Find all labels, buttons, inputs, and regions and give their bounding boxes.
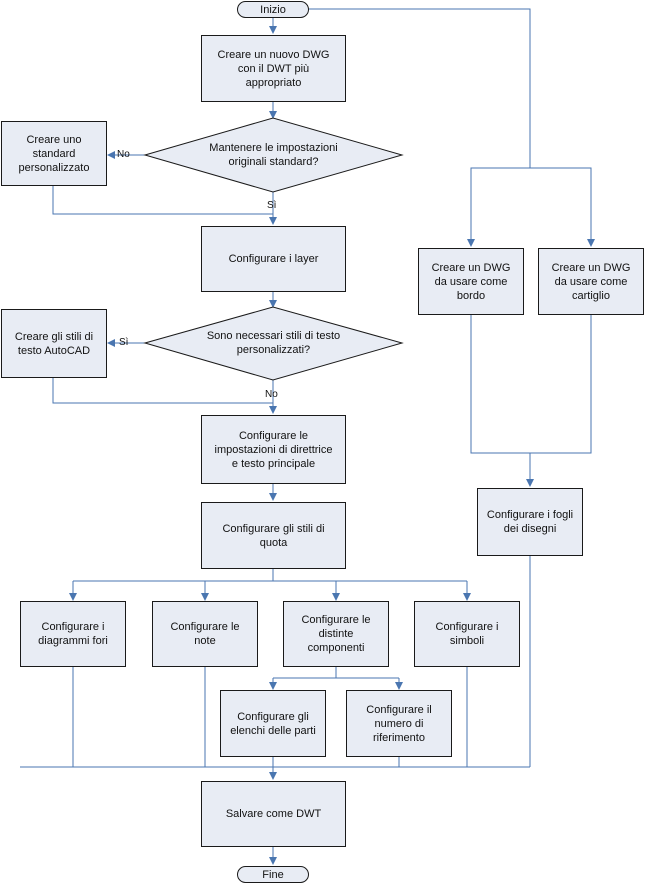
decision-text-styles-shape [143, 306, 404, 381]
label-si-1: Sì [267, 200, 277, 211]
hole-charts-box: Configurare i diagrammi fori [20, 601, 126, 667]
edge-border-down [470, 315, 530, 454]
titleblock-dwg-box: Creare un DWG da usare come cartiglio [538, 248, 644, 315]
start-terminal: Inizio [237, 1, 309, 18]
edge-custom-back [52, 186, 273, 215]
edge-autocad-back [52, 378, 273, 404]
edge-split-border [467, 167, 530, 247]
notes-box: Configurare le note [152, 601, 258, 667]
edge-titleblock-down [530, 315, 592, 454]
bom-box: Configurare le distinte componenti [283, 601, 389, 667]
custom-standard-box: Creare uno standard personalizzato [1, 121, 107, 186]
autocad-text-styles-box: Creare gli stili di testo AutoCAD [1, 309, 107, 378]
decision-keep-standard: Mantenere le impostazioni originali stan… [209, 142, 338, 168]
border-dwg-box: Creare un DWG da usare come bordo [418, 248, 524, 315]
reference-number-box: Configurare il numero di riferimento [346, 690, 452, 757]
parts-lists-box: Configurare gli elenchi delle parti [220, 690, 326, 757]
label-no-2: No [265, 389, 278, 400]
end-terminal: Fine [237, 866, 309, 883]
decision-keep-standard-shape [143, 117, 404, 193]
leader-settings-box: Configurare le impostazioni di direttric… [201, 415, 346, 484]
decision-text-styles: Sono necessari stili di testo personaliz… [206, 330, 341, 356]
save-dwt-box: Salvare come DWT [201, 781, 346, 847]
label-no-1: No [117, 149, 130, 160]
edge-split-titleblock [530, 167, 595, 247]
drawing-sheets-box: Configurare i fogli dei disegni [477, 488, 583, 556]
configure-layers-box: Configurare i layer [201, 226, 346, 292]
symbols-box: Configurare i simboli [414, 601, 520, 667]
label-si-2: Sì [119, 337, 129, 348]
edge-start-right [309, 8, 531, 168]
create-new-dwg-box: Creare un nuovo DWG con il DWT più appro… [201, 35, 346, 102]
dimension-styles-box: Configurare gli stili di quota [201, 502, 346, 569]
